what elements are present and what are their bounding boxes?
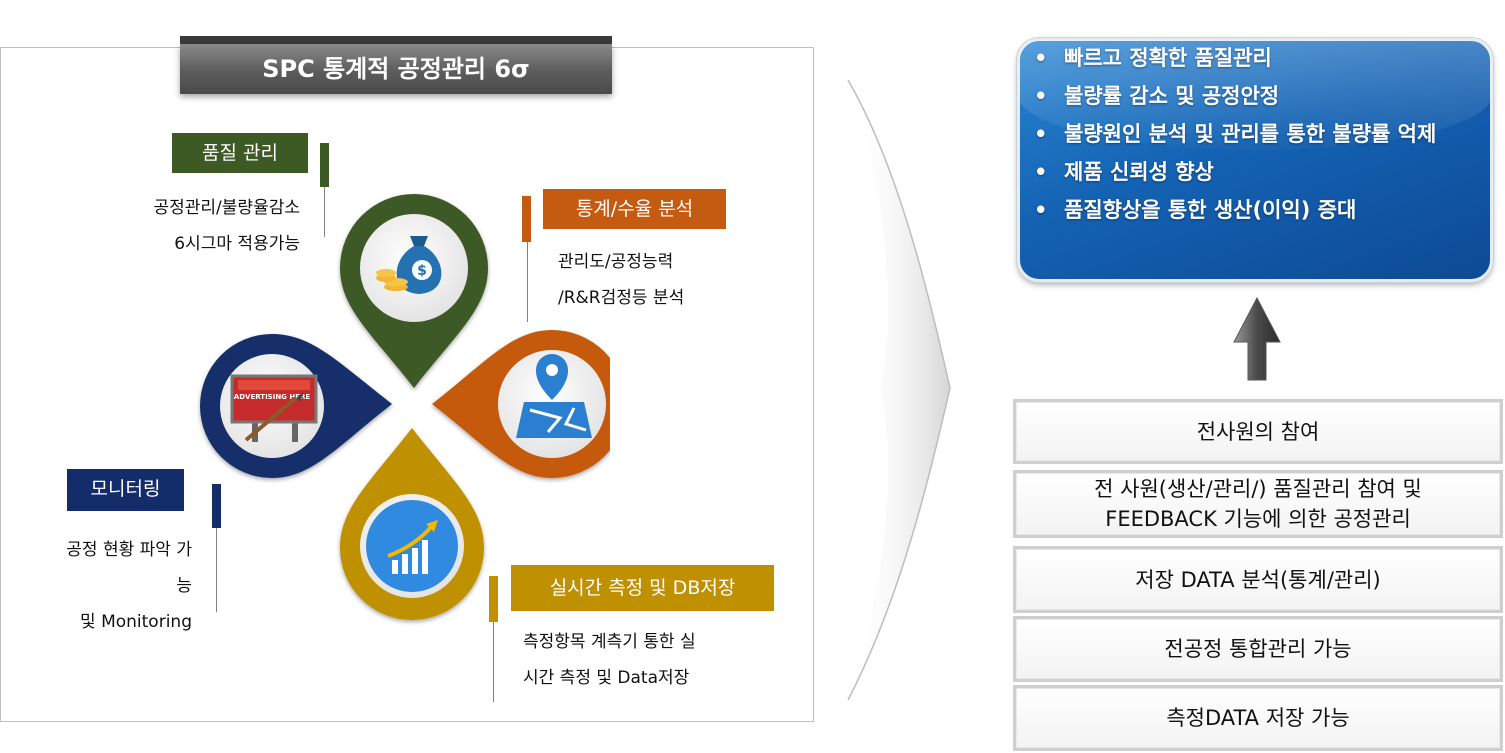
benefit-item: •제품 신뢰성 향상 [1034,160,1214,184]
up-arrow-icon [1233,296,1281,381]
benefit-item: •빠르고 정확한 품질관리 [1034,46,1272,70]
page-title: SPC 통계적 공정관리 6σ [262,55,530,83]
label-monitor: 모니터링 [67,469,184,511]
svg-text:$: $ [417,263,427,279]
step-box: 측정DATA 저장 가능 [1013,685,1503,751]
benefits-box [1017,38,1493,282]
line-quality [324,187,325,237]
step-box: 전 사원(생산/관리/) 품질관리 참여 및 FEEDBACK 기능에 의한 공… [1013,470,1503,538]
line-realtime [493,622,494,702]
bar-monitor [212,484,221,528]
chevron-arrow-icon [847,79,951,701]
money-bag-icon: $ [376,236,442,294]
label-stats: 통계/수율 분석 [543,189,726,229]
benefit-item: •불량원인 분석 및 관리를 통한 불량률 억제 [1034,122,1437,146]
growth-chart-icon [366,500,458,592]
line-monitor [216,528,217,612]
billboard-text: ADVERTISING HERE [234,393,311,401]
benefits-list: •빠르고 정확한 품질관리 •불량률 감소 및 공정안정 •불량원인 분석 및 … [1028,44,1488,234]
step-box: 전사원의 참여 [1013,399,1503,464]
label-quality: 품질 관리 [172,133,308,173]
label-realtime: 실시간 측정 및 DB저장 [511,565,774,611]
bar-quality [320,143,329,187]
bar-realtime [489,576,498,622]
benefit-item: •불량률 감소 및 공정안정 [1034,84,1280,108]
step-box: 전공정 통합관리 가능 [1013,616,1503,682]
benefit-item: •품질향상을 통한 생산(이익) 증대 [1034,198,1357,222]
desc-realtime: 측정항목 계측기 통한 실 시간 측정 및 Data저장 [523,632,696,688]
desc-monitor: 공정 현황 파악 가 능 및 Monitoring [66,540,192,632]
line-stats [527,242,528,322]
billboard-icon: ADVERTISING HERE [230,374,318,442]
title-banner [180,36,612,94]
bar-stats [522,196,531,242]
four-petal-diagram: $ ADVERTISING HERE [200,194,610,620]
desc-quality: 공정관리/불량율감소 6시그마 적용가능 [153,198,301,254]
desc-stats: 관리도/공정능력 /R&R검정등 분석 [558,252,685,308]
step-box: 저장 DATA 분석(통계/관리) [1013,546,1503,613]
map-pin-icon [516,354,592,438]
